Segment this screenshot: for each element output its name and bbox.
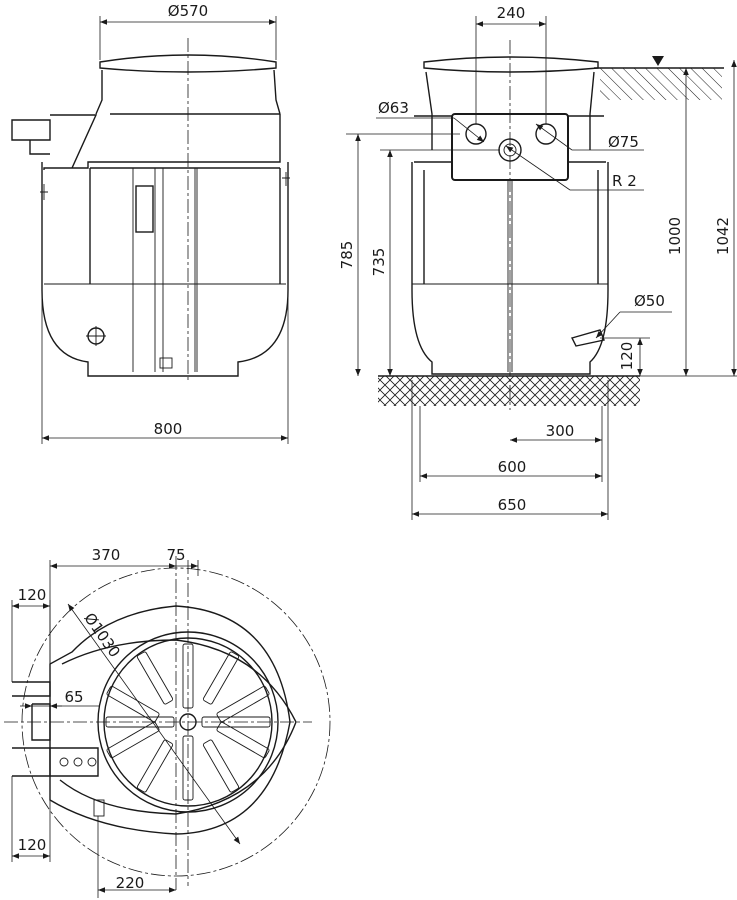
dim-pump-pipe: Ø50 (634, 292, 665, 310)
front-view: 240 Ø63 Ø75 R 2 785 735 1000 1042 Ø50 (338, 4, 737, 520)
dim-height-1042: 1042 (714, 217, 732, 255)
dim-370: 370 (92, 546, 121, 564)
dim-pump-height: 120 (618, 342, 636, 371)
side-view: Ø570 800 (11, 2, 290, 444)
dim-220: 220 (116, 874, 145, 892)
dim-inlet-left: Ø63 (378, 99, 409, 117)
dim-inner-width: 600 (498, 458, 527, 476)
dim-outer-width: 650 (498, 496, 527, 514)
dim-top-diameter: Ø570 (168, 2, 208, 20)
dim-120-top: 120 (18, 586, 47, 604)
dim-pipe-spacing: 240 (497, 4, 526, 22)
dim-inlet-right: Ø75 (608, 133, 639, 151)
dim-65: 65 (64, 688, 83, 706)
dim-half: 300 (546, 422, 575, 440)
dim-height-735: 735 (370, 248, 388, 277)
dim-120-bottom: 120 (18, 836, 47, 854)
top-view: Ø1030 370 75 120 65 120 220 (4, 546, 331, 898)
dim-75: 75 (166, 546, 185, 564)
dim-width: 800 (154, 420, 183, 438)
dim-outlet: R 2 (612, 172, 637, 190)
dim-height-785: 785 (338, 241, 356, 270)
dim-height-1000: 1000 (666, 217, 684, 255)
